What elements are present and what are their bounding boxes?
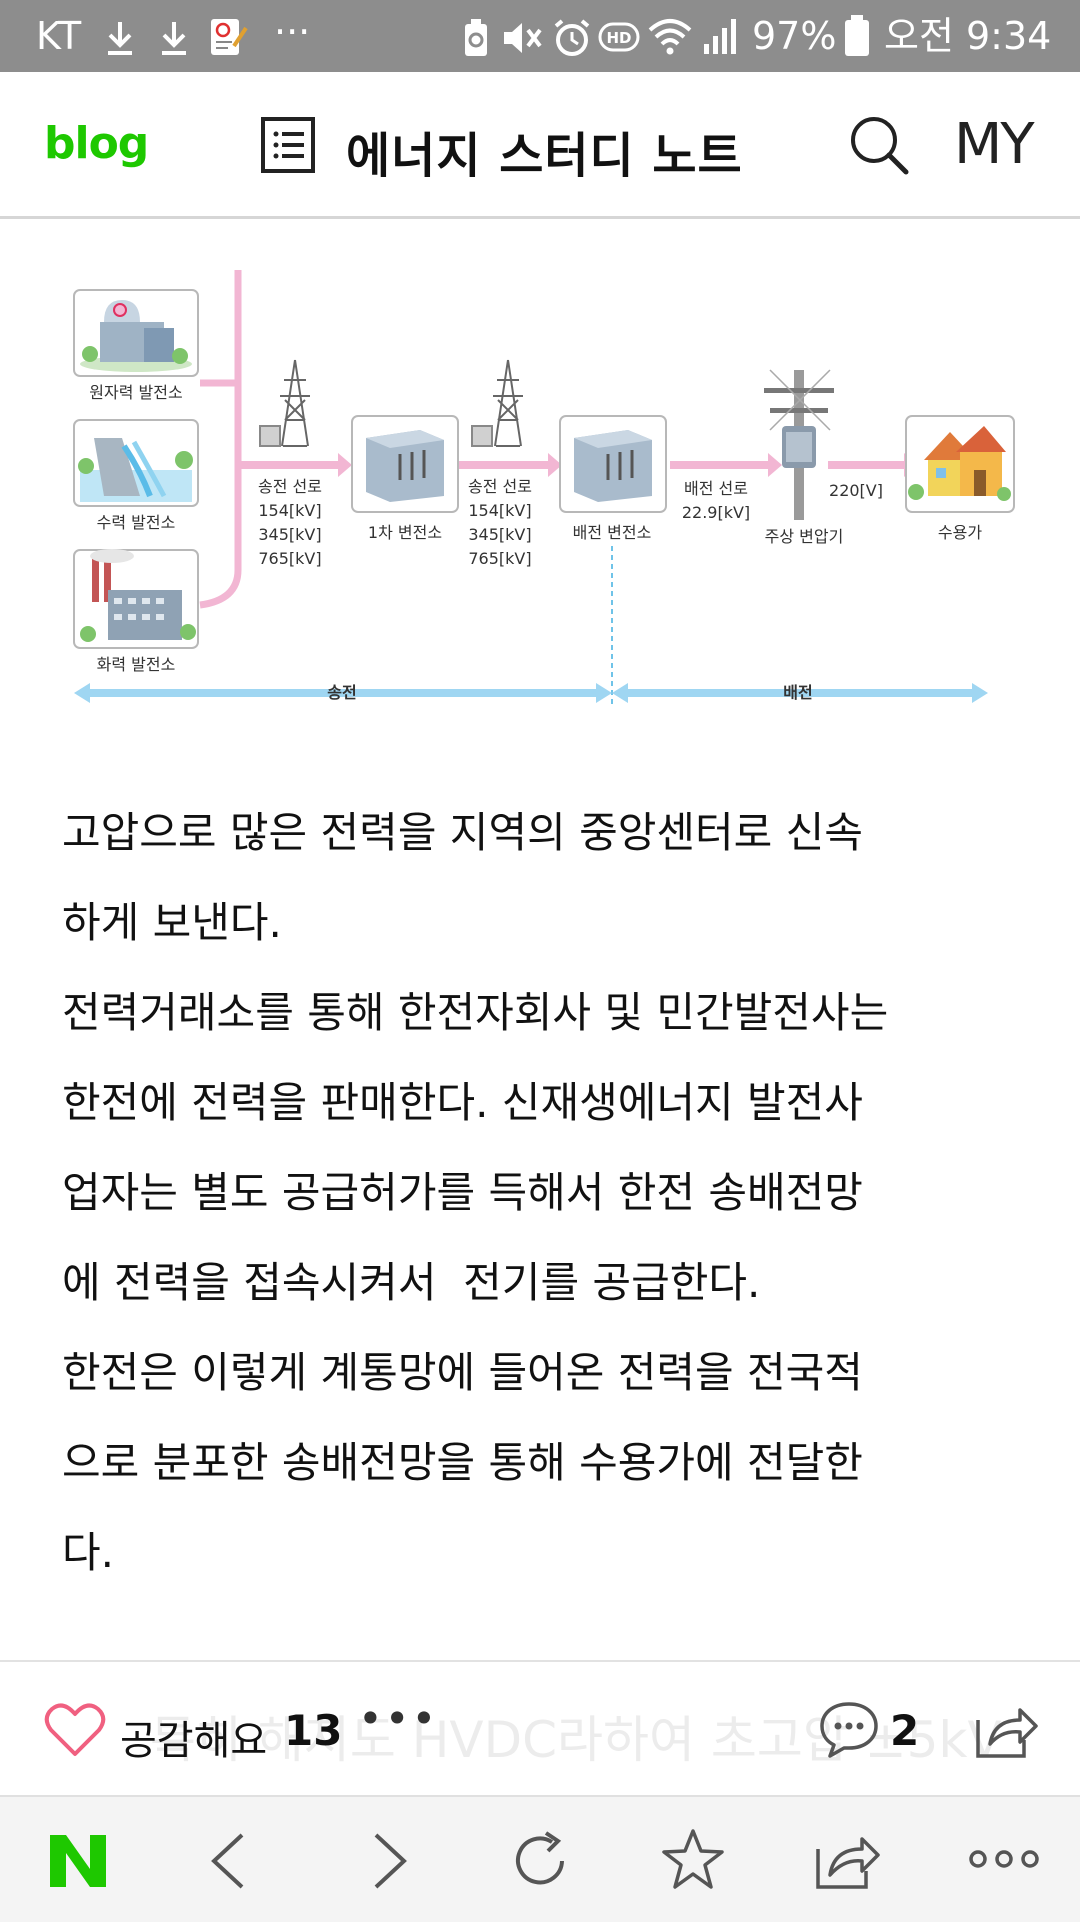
share-icon[interactable] (974, 1700, 1038, 1760)
paragraph-3: 한전은 이렇게 계통망에 들어온 전력을 전국적 으로 분포한 송배전망을 통해… (62, 1348, 863, 1577)
signal-icon (704, 19, 736, 54)
plant-label-thermal: 화력 발전소 (97, 655, 176, 674)
hydro-plant-icon (73, 419, 199, 507)
nuclear-plant-icon (73, 289, 199, 377)
hd-icon: HD (598, 22, 640, 52)
distribution-substation-icon (559, 415, 667, 513)
my-button[interactable]: MY (954, 112, 1035, 177)
more-menu-icon[interactable] (968, 1847, 1040, 1871)
merge-bracket (199, 270, 242, 609)
segment-label-distribution: 배전 (783, 683, 812, 702)
post-action-bar: 특히 해저도 HVDC라하여 초고압 ±5kV 공감해요 13 ••• 2 (0, 1660, 1080, 1796)
naver-home-icon[interactable] (48, 1833, 108, 1889)
memo-icon (211, 19, 248, 55)
list-icon[interactable] (260, 116, 316, 174)
search-icon[interactable] (848, 114, 910, 176)
consumer-voltage: 220[V] (829, 481, 883, 500)
download-icon-2 (162, 22, 186, 55)
line2-voltage-3: 765[kV] (468, 549, 531, 568)
consumer-label: 수용가 (938, 523, 982, 542)
share-page-icon[interactable] (814, 1827, 882, 1891)
battery-saver-icon (465, 19, 487, 56)
line2-voltage-2: 345[kV] (468, 525, 531, 544)
substation2-label: 배전 변전소 (573, 523, 652, 542)
line2-voltage-1: 154[kV] (468, 501, 531, 520)
line1-voltage-2: 345[kV] (258, 525, 321, 544)
forward-icon[interactable] (366, 1831, 412, 1891)
paragraph-2: 전력거래소를 통해 한전자회사 및 민간발전사는 한전에 전력을 판매한다. 신… (62, 988, 889, 1307)
utility-pole-icon (764, 369, 834, 520)
power-grid-diagram: 원자력 발전소 수력 발전소 화력 발전소 송전 선로 154[kV] 345[… (73, 270, 1015, 706)
comment-icon[interactable] (818, 1700, 880, 1760)
like-count: 13 (284, 1706, 343, 1755)
wifi-icon (648, 19, 692, 55)
dist-line-voltage: 22.9[kV] (682, 503, 750, 522)
line1-voltage-3: 765[kV] (258, 549, 321, 568)
segment-label-transmission: 송전 (327, 683, 356, 702)
back-icon[interactable] (206, 1831, 252, 1891)
dist-line-label: 배전 선로 (684, 479, 748, 498)
substation1-label: 1차 변전소 (368, 523, 442, 542)
primary-substation-icon (351, 415, 459, 513)
blog-header: blog 에너지 스터디 노트 MY (0, 72, 1080, 219)
like-label[interactable]: 공감해요 (120, 1718, 268, 1764)
line2-label: 송전 선로 (468, 477, 532, 496)
comment-count: 2 (890, 1706, 920, 1755)
pole-transformer-label: 주상 변압기 (765, 527, 844, 546)
consumer-house-icon (905, 415, 1015, 513)
download-icon (108, 22, 132, 55)
more-options-button[interactable]: ••• (358, 1694, 439, 1743)
plant-label-nuclear: 원자력 발전소 (89, 383, 182, 402)
refresh-icon[interactable] (508, 1829, 572, 1893)
segment-arrows (74, 683, 988, 703)
underlying-text-fade: 특히 해저도 HVDC라하여 초고압 ±5kV (150, 1711, 1002, 1769)
carrier-label: KT (36, 14, 82, 58)
clock: 오전 9:34 (884, 14, 1052, 58)
line1-label: 송전 선로 (258, 477, 322, 496)
svg-text:HD: HD (606, 29, 631, 47)
browser-bottom-nav (0, 1795, 1080, 1922)
mute-icon (504, 23, 542, 53)
article-body: 고압으로 많은 전력을 지역의 중앙센터로 신속 하게 보낸다. 전력거래소를 … (62, 788, 1042, 1598)
plant-label-hydro: 수력 발전소 (97, 513, 176, 532)
bookmark-star-icon[interactable] (660, 1827, 726, 1891)
more-notifications: ··· (274, 10, 311, 54)
alarm-icon (554, 19, 590, 56)
blog-logo[interactable]: blog (44, 118, 149, 169)
transmission-tower-icon (259, 359, 310, 447)
status-bar: KT ··· HD 97% 오전 9:34 (0, 0, 1080, 72)
battery-percent: 97% (752, 14, 837, 58)
thermal-plant-icon (73, 549, 199, 649)
blog-title[interactable]: 에너지 스터디 노트 (346, 128, 743, 184)
paragraph-1: 고압으로 많은 전력을 지역의 중앙센터로 신속 하게 보낸다. (62, 808, 863, 947)
battery-icon (845, 15, 869, 56)
heart-icon[interactable] (44, 1702, 106, 1758)
line1-voltage-1: 154[kV] (258, 501, 321, 520)
transmission-tower-icon-2 (471, 359, 523, 447)
